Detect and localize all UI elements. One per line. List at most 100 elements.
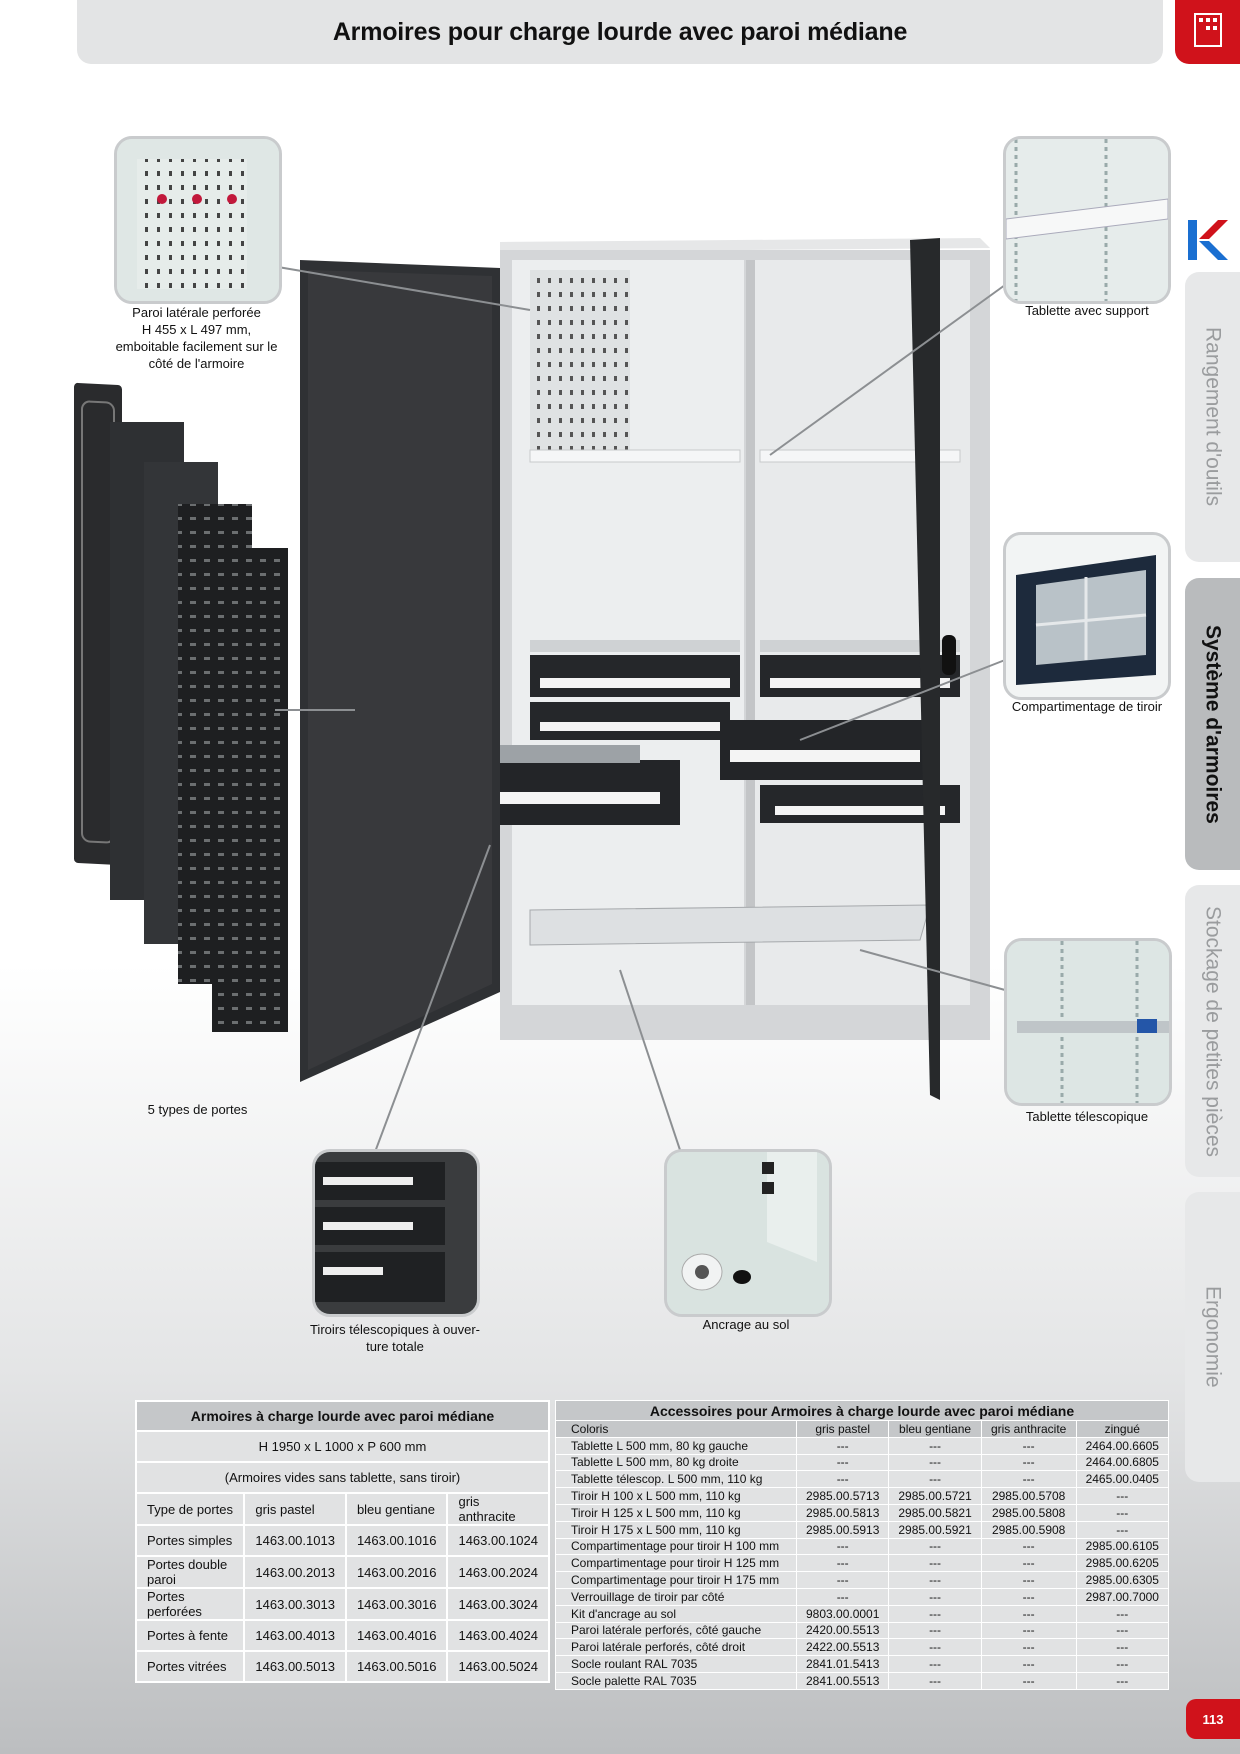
caption-telescopic-drawers: Tiroirs télescopiques à ouver- ture tota…	[305, 1321, 485, 1355]
cell: 1463.00.3016	[344, 1587, 449, 1621]
thumbnail-telescopic-shelf	[1004, 938, 1172, 1106]
table-row: Compartimentage pour tiroir H 125 mm----…	[555, 1554, 1170, 1573]
cell: ---	[888, 1655, 982, 1673]
caption-floor-anchor: Ancrage au sol	[702, 1317, 790, 1332]
cell: ---	[795, 1453, 890, 1472]
caption-line: côté de l'armoire	[148, 356, 245, 371]
tab-rangement-outils[interactable]: Rangement d'outils	[1185, 272, 1240, 562]
caption-line: H 455 x L 497 mm,	[141, 322, 252, 337]
accessories-rows: Tablette L 500 mm, 80 kg gauche---------…	[555, 1436, 1170, 1690]
column-header: bleu gentiane	[888, 1420, 982, 1438]
table-dimensions: H 1950 x L 1000 x P 600 mm	[135, 1430, 550, 1463]
cell: ---	[795, 1537, 890, 1556]
cell: ---	[980, 1453, 1077, 1472]
column-header: gris pastel	[795, 1420, 890, 1438]
cell: ---	[888, 1554, 982, 1573]
table-row: Verrouillage de tiroir par côté---------…	[555, 1587, 1170, 1606]
cell: 2985.00.5813	[795, 1503, 890, 1522]
table-row: Portes simples 1463.00.1013 1463.00.1016…	[134, 1524, 550, 1557]
cabinets-table: Armoires à charge lourde avec paroi médi…	[134, 1400, 550, 1683]
accessories-table: Accessoires pour Armoires à charge lourd…	[555, 1400, 1170, 1690]
caption-door-types: 5 types de portes	[147, 1102, 248, 1117]
cell: ---	[888, 1621, 982, 1640]
column-header: Type de portes	[134, 1492, 246, 1526]
table-note: (Armoires vides sans tablette, sans tiro…	[135, 1461, 550, 1494]
cell: 2985.00.6305	[1075, 1571, 1170, 1589]
page-header: Armoires pour charge lourde avec paroi m…	[77, 0, 1163, 64]
cell: ---	[888, 1587, 982, 1606]
cell: ---	[980, 1436, 1077, 1455]
tab-label: Rangement d'outils	[1201, 327, 1225, 507]
cell: ---	[888, 1638, 982, 1657]
cell: ---	[888, 1470, 982, 1489]
cell: Tiroir H 100 x L 500 mm, 110 kg	[555, 1487, 797, 1505]
cell: Tablette L 500 mm, 80 kg droite	[555, 1453, 797, 1472]
cell: ---	[980, 1604, 1077, 1623]
cell: Tablette télescop. L 500 mm, 110 kg	[555, 1470, 797, 1489]
tab-systeme-armoires[interactable]: Système d'armoires	[1185, 578, 1240, 870]
cell: 1463.00.3024	[446, 1587, 550, 1621]
cell: 2464.00.6805	[1075, 1453, 1170, 1472]
cell: ---	[795, 1554, 890, 1573]
cell: ---	[795, 1470, 890, 1489]
page-title: Armoires pour charge lourde avec paroi m…	[332, 17, 908, 46]
cell: ---	[980, 1655, 1077, 1673]
cell: 1463.00.5016	[344, 1650, 449, 1683]
cell: Socle roulant RAL 7035	[555, 1655, 797, 1673]
cell: ---	[795, 1587, 890, 1606]
tab-ergonomie[interactable]: Ergonomie	[1185, 1192, 1240, 1482]
cell: Paroi latérale perforés, côté gauche	[555, 1621, 797, 1640]
cell: 2985.00.5908	[980, 1520, 1077, 1539]
cell: 2985.00.5821	[888, 1503, 982, 1522]
cell: Portes simples	[134, 1524, 246, 1557]
column-header: gris pastel	[243, 1492, 347, 1526]
cell: 1463.00.2024	[446, 1555, 550, 1589]
cell: 1463.00.5024	[446, 1650, 550, 1683]
tab-label: Système d'armoires	[1201, 624, 1225, 824]
caption-line: emboitable facilement sur le	[115, 339, 278, 354]
cell: 1463.00.5013	[243, 1650, 347, 1683]
cell: ---	[1075, 1604, 1170, 1623]
cell: 2420.00.5513	[795, 1621, 890, 1640]
cell: ---	[888, 1604, 982, 1623]
column-header: Coloris	[555, 1420, 797, 1438]
table-title: Accessoires pour Armoires à charge lourd…	[555, 1400, 1169, 1421]
cell: Portes à fente	[134, 1619, 246, 1652]
cell: 2422.00.5513	[795, 1638, 890, 1657]
cell: Portes perforées	[134, 1587, 246, 1621]
cell: ---	[888, 1453, 982, 1472]
caption-drawer-dividers: Compartimentage de tiroir	[1011, 699, 1163, 714]
cell: 2985.00.5913	[795, 1520, 890, 1539]
cell: ---	[1075, 1487, 1170, 1505]
cell: ---	[888, 1571, 982, 1589]
tab-stockage-petites-pieces[interactable]: Stockage de petites pièces	[1185, 885, 1240, 1177]
caption-line: Paroi latérale perforée	[132, 305, 261, 320]
cell: 1463.00.1013	[243, 1524, 347, 1557]
cell: Tiroir H 175 x L 500 mm, 110 kg	[555, 1520, 797, 1539]
cell: Tablette L 500 mm, 80 kg gauche	[555, 1436, 797, 1455]
cabinet-icon	[1194, 13, 1222, 47]
cell: 2985.00.6205	[1075, 1554, 1170, 1573]
table-row: Compartimentage pour tiroir H 175 mm----…	[555, 1571, 1170, 1589]
table-title: Armoires à charge lourde avec paroi médi…	[135, 1400, 550, 1432]
cell: ---	[980, 1554, 1077, 1573]
cell: Portes vitrées	[134, 1650, 246, 1683]
cell: ---	[980, 1537, 1077, 1556]
tab-label: Stockage de petites pièces	[1201, 905, 1225, 1157]
cell: ---	[980, 1621, 1077, 1640]
cell: ---	[888, 1671, 982, 1690]
cell: 9803.00.0001	[795, 1604, 890, 1623]
tab-label: Ergonomie	[1201, 1286, 1225, 1388]
cell: ---	[1075, 1621, 1170, 1640]
cell: 2841.00.5513	[795, 1671, 890, 1690]
cell: Kit d'ancrage au sol	[555, 1604, 797, 1623]
cell: 2985.00.5921	[888, 1520, 982, 1539]
cell: 2985.00.6105	[1075, 1537, 1170, 1556]
cell: 1463.00.2016	[344, 1555, 449, 1589]
cell: ---	[1075, 1655, 1170, 1673]
page-number: 113	[1186, 1699, 1240, 1739]
thumbnail-telescopic-drawers	[312, 1149, 480, 1317]
catalog-tab-icon[interactable]	[1175, 0, 1240, 64]
